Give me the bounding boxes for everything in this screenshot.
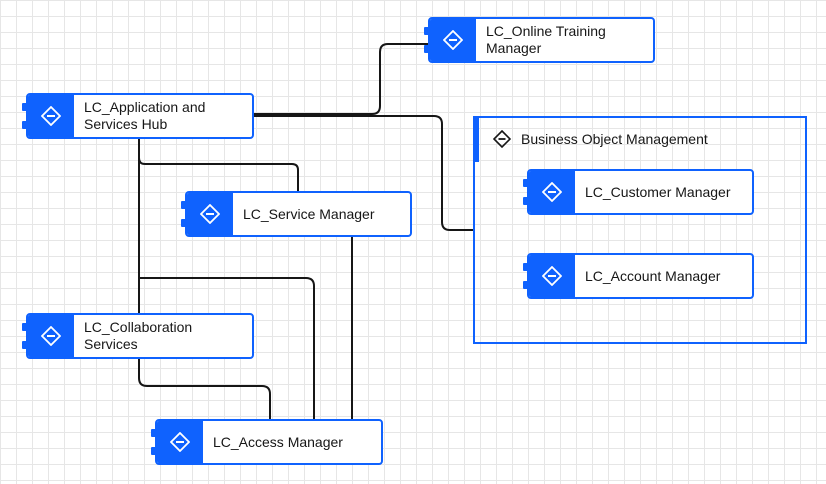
group-title: Business Object Management: [521, 131, 708, 147]
node-service-manager[interactable]: LC_Service Manager: [181, 191, 412, 237]
node-label: LC_Access Manager: [213, 433, 343, 450]
group-accent-bar: [473, 116, 479, 162]
node-application-services-hub[interactable]: LC_Application and Services Hub: [22, 93, 254, 139]
node-access-manager[interactable]: LC_Access Manager: [151, 419, 383, 465]
group-header: Business Object Management: [493, 130, 708, 148]
connector-hub-online-training: [254, 43, 428, 115]
node-label: LC_Account Manager: [585, 267, 721, 284]
connector-hub-business-object: [254, 115, 474, 231]
node-label: LC_Customer Manager: [585, 183, 731, 200]
component-diamond-icon: [424, 19, 476, 61]
node-collaboration-services[interactable]: LC_Collaboration Services: [22, 313, 254, 359]
connector-collaboration-access: [138, 358, 271, 420]
component-diamond-icon: [22, 95, 74, 137]
component-diamond-icon: [181, 193, 233, 235]
connector-hub-service-manager: [138, 138, 299, 192]
node-account-manager[interactable]: LC_Account Manager: [523, 253, 754, 299]
connector-hub-access-manager: [139, 277, 315, 420]
node-label: LC_Application and Services Hub: [84, 99, 206, 132]
node-label: LC_Service Manager: [243, 205, 375, 222]
node-online-training-manager[interactable]: LC_Online Training Manager: [424, 17, 655, 63]
node-customer-manager[interactable]: LC_Customer Manager: [523, 169, 754, 215]
component-diamond-icon: [523, 255, 575, 297]
node-label: LC_Online Training Manager: [486, 23, 606, 56]
component-diamond-icon: [22, 315, 74, 357]
diamond-minus-icon: [493, 130, 511, 148]
component-diamond-icon: [151, 421, 203, 463]
node-label: LC_Collaboration Services: [84, 319, 193, 352]
component-diamond-icon: [523, 171, 575, 213]
group-business-object-management[interactable]: Business Object Management: [473, 116, 807, 344]
